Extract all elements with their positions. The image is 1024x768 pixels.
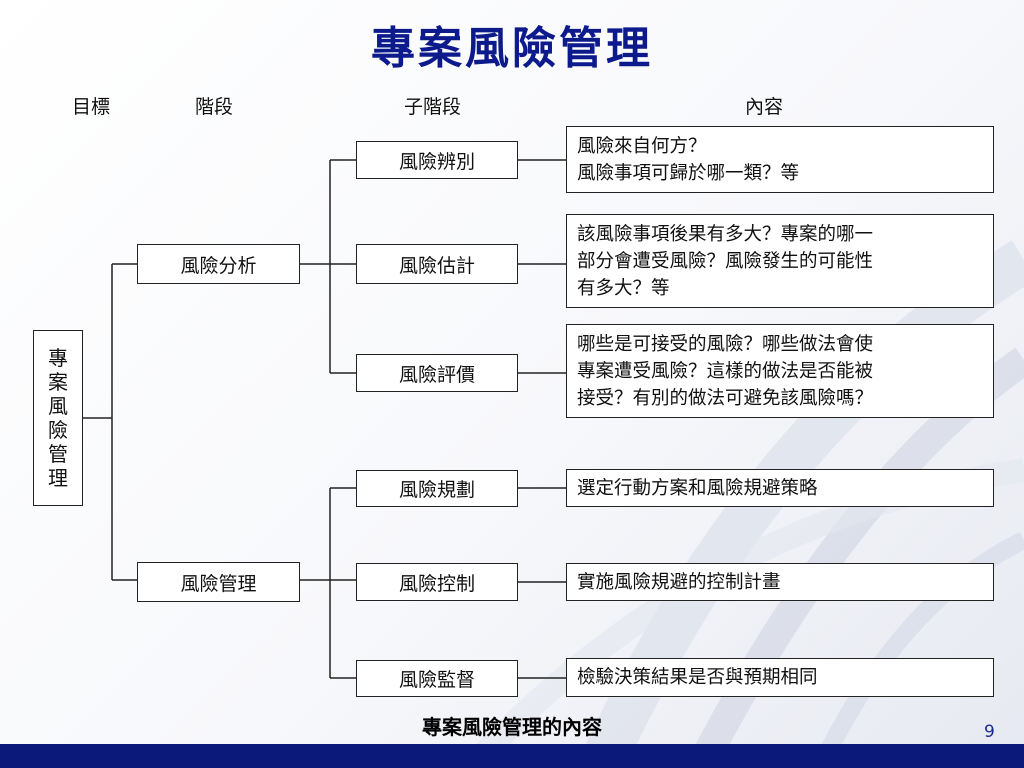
root-char: 案 (48, 370, 68, 394)
content-line: 專案遭受風險？這樣的做法是否能被 (577, 360, 874, 382)
header-goal: 目標 (72, 96, 111, 118)
content-box-control: 實施風險規避的控制計畫 (566, 563, 994, 601)
content-line: 接受？有別的做法可避免該風險嗎？ (577, 387, 874, 409)
stage-box-risk-analysis: 風險分析 (137, 244, 300, 284)
header-stage: 階段 (195, 96, 234, 118)
substage-box-risk-control: 風險控制 (356, 563, 518, 601)
content-line: 實施風險規避的控制計畫 (577, 571, 781, 593)
page-number: 9 (984, 722, 995, 742)
content-line: 風險事項可歸於哪一類？等 (577, 162, 800, 184)
content-box-estimation: 該風險事項後果有多大？專案的哪一 部分會遭受風險？風險發生的可能性 有多大？等 (566, 214, 994, 308)
substage-box-risk-estimation: 風險估計 (356, 244, 518, 284)
root-char: 風 (48, 394, 68, 418)
substage-box-risk-evaluation: 風險評價 (356, 354, 518, 392)
header-content: 內容 (745, 96, 784, 118)
content-line: 部分會遭受風險？風險發生的可能性 (577, 250, 874, 272)
content-line: 該風險事項後果有多大？專案的哪一 (577, 223, 874, 245)
root-char: 險 (48, 418, 68, 442)
header-substage: 子階段 (404, 96, 462, 118)
root-box-project-risk-management: 專 案 風 險 管 理 (33, 330, 83, 506)
figure-caption: 專案風險管理的內容 (422, 715, 602, 739)
content-line: 哪些是可接受的風險？哪些做法會使 (577, 333, 874, 355)
content-box-evaluation: 哪些是可接受的風險？哪些做法會使 專案遭受風險？這樣的做法是否能被 接受？有別的… (566, 324, 994, 418)
content-box-planning: 選定行動方案和風險規避策略 (566, 469, 994, 507)
root-char: 理 (48, 466, 68, 490)
root-char: 專 (48, 346, 68, 370)
substage-box-risk-planning: 風險規劃 (356, 470, 518, 507)
content-line: 風險來自何方？ (577, 135, 707, 157)
content-line: 選定行動方案和風險規避策略 (577, 477, 818, 499)
content-line: 檢驗決策結果是否與預期相同 (577, 667, 818, 688)
stage-box-risk-management: 風險管理 (137, 562, 300, 602)
content-line: 有多大？等 (577, 277, 670, 299)
root-char: 管 (48, 442, 68, 466)
substage-box-risk-identification: 風險辨別 (356, 141, 518, 179)
substage-box-risk-monitoring: 風險監督 (356, 660, 518, 697)
content-box-identification: 風險來自何方？ 風險事項可歸於哪一類？等 (566, 126, 994, 193)
content-box-monitoring: 檢驗決策結果是否與預期相同 (566, 658, 994, 697)
page-title: 專案風險管理 (371, 23, 653, 74)
footer-bar (0, 744, 1024, 768)
